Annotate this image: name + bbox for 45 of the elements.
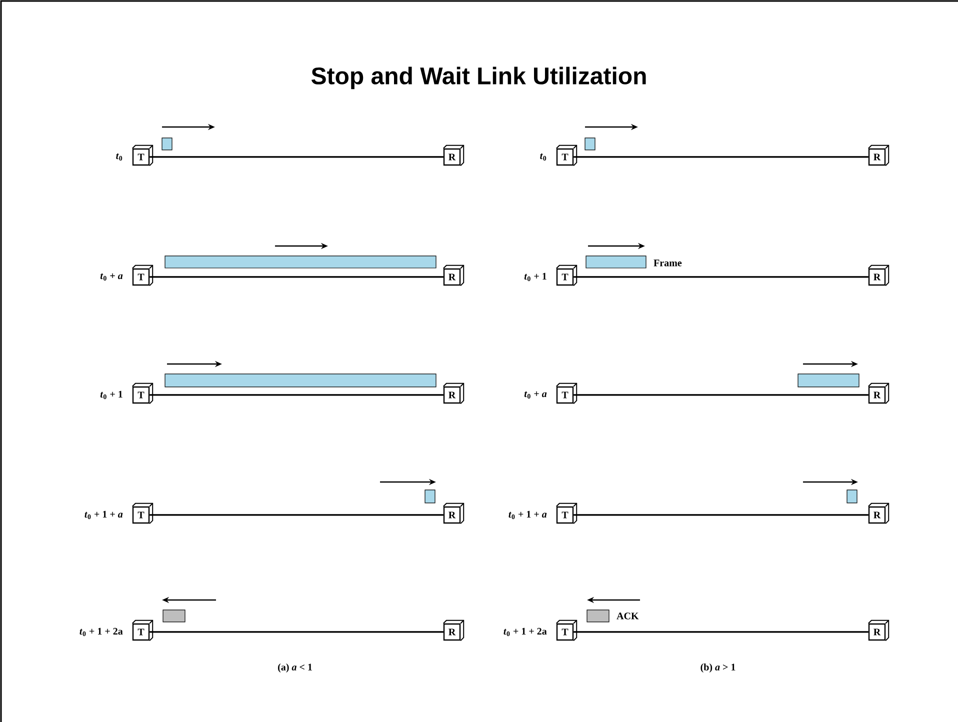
station-box: T (132, 144, 154, 166)
station-box: R (868, 144, 890, 166)
time-label: t$_{0}$ + 1 + a (84, 510, 123, 520)
station-box: R (868, 264, 890, 286)
time-label: t$_{0}$ + 1 + 2a (504, 628, 547, 636)
time-label: t$_{0}$ + 1 (524, 272, 546, 282)
station-box: R (442, 264, 464, 286)
link-line (574, 514, 868, 516)
link-line (574, 276, 868, 278)
station-box: R (442, 144, 464, 166)
station-box: T (132, 620, 154, 642)
station-box: T (556, 144, 578, 166)
station-box: T (132, 382, 154, 404)
block-label: ACK (616, 612, 639, 620)
time-label: t$_{0}$ + 1 + a (508, 510, 547, 520)
station-box: R (442, 620, 464, 642)
link-line (150, 514, 444, 516)
station-box: T (556, 382, 578, 404)
station-box: R (868, 502, 890, 524)
time-label: t$_{0}$ + 1 + 2a (80, 628, 123, 636)
block-label: Frame (654, 260, 682, 266)
title: Stop and Wait Link Utilization (311, 66, 646, 90)
station-box: T (556, 620, 578, 642)
station-box: R (868, 620, 890, 642)
link-line (574, 156, 868, 158)
caption: (b) a > 1 (700, 663, 736, 673)
station-box: T (132, 264, 154, 286)
station-box: T (556, 502, 578, 524)
station-box: R (442, 382, 464, 404)
link-line (150, 631, 444, 633)
caption: (a) a < 1 (278, 663, 312, 673)
time-label: t$_{0}$ + a (100, 273, 123, 281)
time-label: t$_{0}$ (540, 153, 546, 161)
station-box: R (442, 502, 464, 524)
time-label: t$_{0}$ + a (524, 391, 547, 399)
time-label: t$_{0}$ (116, 153, 122, 161)
link-line (574, 631, 868, 633)
station-box: T (132, 502, 154, 524)
link-line (150, 394, 444, 396)
link-line (574, 394, 868, 396)
link-line (150, 156, 444, 158)
station-box: T (556, 264, 578, 286)
link-line (150, 276, 444, 278)
station-box: R (868, 382, 890, 404)
time-label: t$_{0}$ + 1 (100, 390, 122, 400)
